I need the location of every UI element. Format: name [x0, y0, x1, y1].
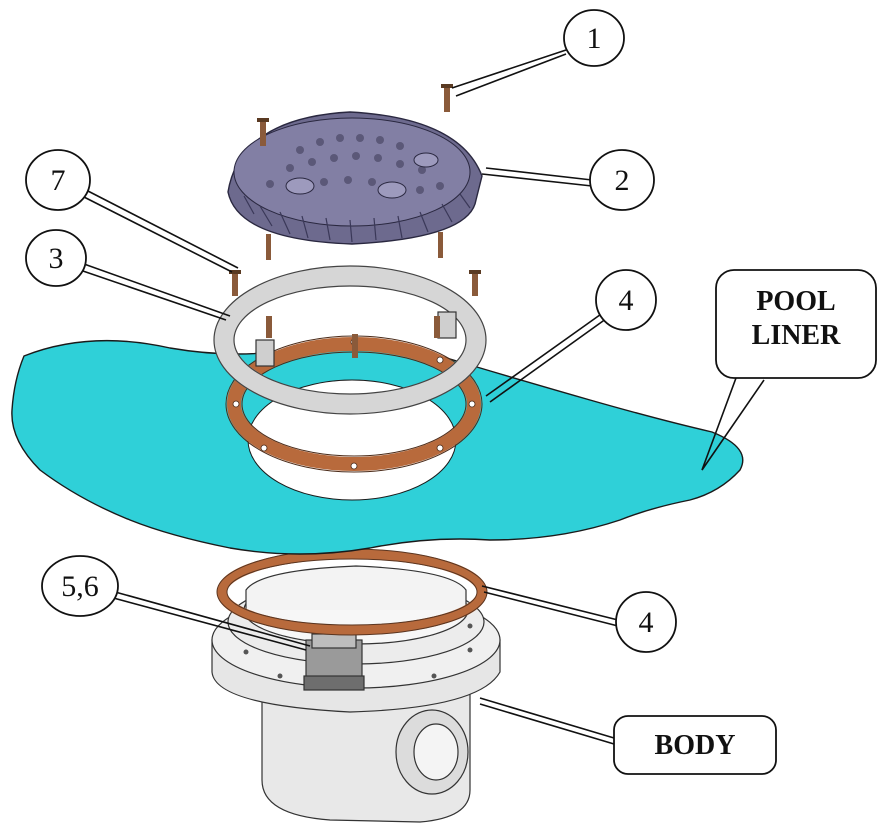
callout-label: 4 — [619, 284, 634, 317]
hydrostatic-valve — [303, 633, 365, 691]
callout-label: 7 — [51, 164, 66, 197]
leader-lines — [79, 49, 765, 745]
callout-4-upper: 4 — [595, 269, 657, 331]
callout-7: 7 — [25, 149, 91, 211]
body-label-box: BODY — [613, 715, 777, 775]
clamp-ring — [213, 265, 487, 415]
callout-5-6: 5,6 — [41, 555, 119, 617]
callout-label: 3 — [49, 242, 64, 275]
callout-1: 1 — [563, 9, 625, 67]
callout-4-lower: 4 — [615, 591, 677, 653]
ring-screws — [229, 270, 481, 358]
drain-cover — [227, 111, 483, 245]
pool-liner-label-line2: LINER — [752, 320, 841, 351]
callout-label: 4 — [639, 606, 654, 639]
callout-2: 2 — [589, 149, 655, 211]
callout-label: 1 — [587, 22, 602, 55]
body-label: BODY — [655, 730, 736, 761]
callout-label: 2 — [615, 164, 630, 197]
cover-screws — [257, 84, 453, 260]
drain-body — [211, 565, 501, 823]
pool-liner-label-box: POOL LINER — [715, 269, 877, 379]
pool-liner-label-line1: POOL — [756, 286, 835, 317]
pool-liner-sheet — [11, 339, 744, 555]
callout-label: 5,6 — [61, 570, 99, 603]
callout-3: 3 — [25, 229, 87, 287]
